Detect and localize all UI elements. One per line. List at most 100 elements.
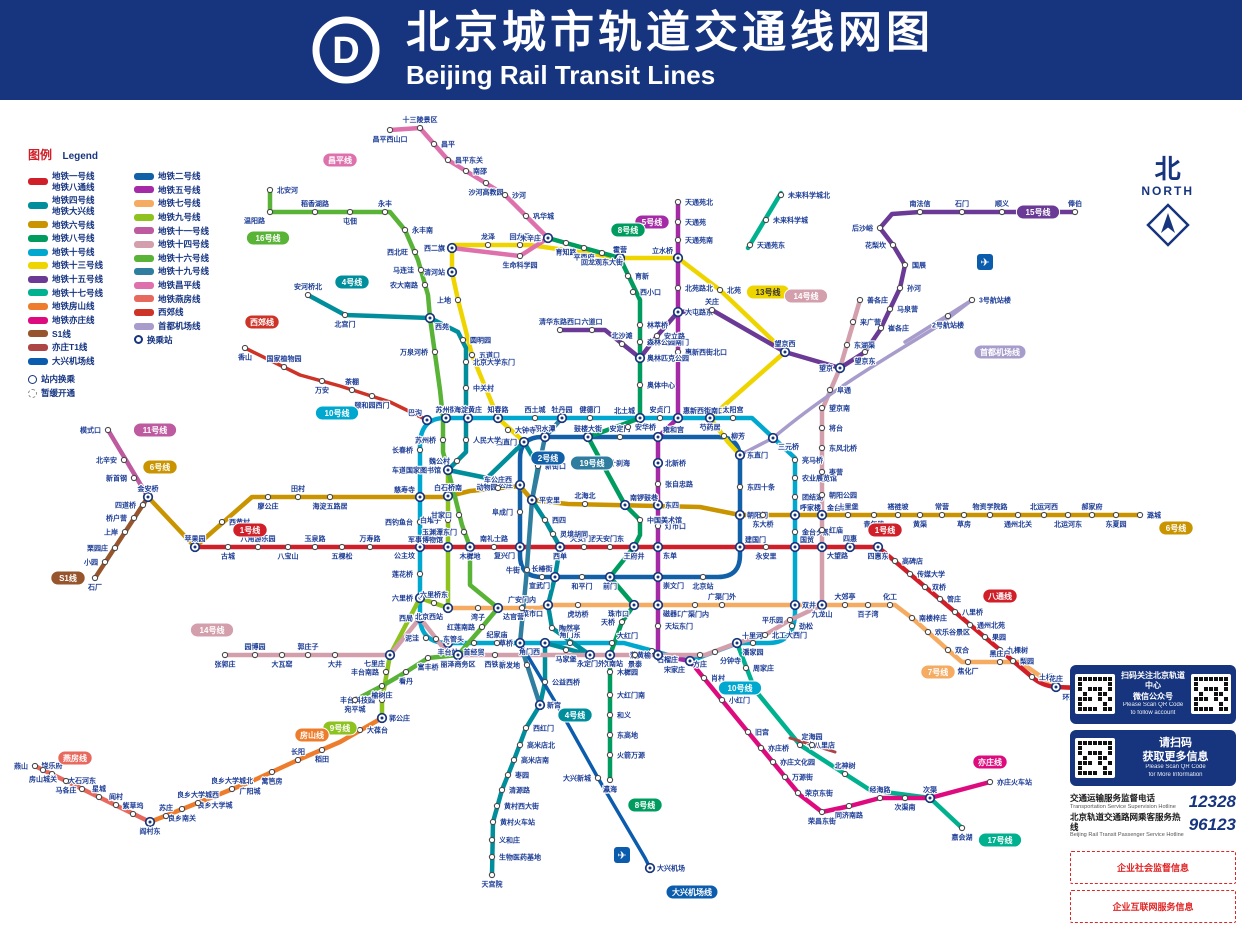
transfer-dot <box>656 461 660 465</box>
station-安贞门 <box>656 414 664 422</box>
station-十三陵景区 <box>416 124 424 132</box>
qr-more-en2: for More Information <box>1148 772 1203 779</box>
legend-item: 地铁房山线 <box>28 301 124 312</box>
transfer-dot <box>676 310 680 314</box>
line-badge-bg <box>920 664 956 680</box>
station-label: 大石河东 <box>68 776 96 785</box>
station-label: 黄渠 <box>913 520 928 529</box>
station-北苑 <box>716 286 724 294</box>
legend-item-label: 换乘站 <box>147 334 173 345</box>
station-label: 来广营 <box>859 318 881 327</box>
station-阜成门 <box>516 508 524 516</box>
station-label: 雍和宫 <box>663 425 684 434</box>
legend-item-label: 地铁十七号线 <box>52 287 104 298</box>
station-label: 草桥 <box>499 639 514 648</box>
transfer-dot <box>676 256 680 260</box>
station-未来科学城 <box>762 216 770 224</box>
station-虎坊桥 <box>574 601 582 609</box>
legend-item-label: 地铁十九号线 <box>158 266 210 277</box>
station-label: 前门 <box>603 582 617 591</box>
line-badge-bg <box>142 459 178 475</box>
station-分钟寺 <box>711 648 719 656</box>
station-label: 欢乐谷景区 <box>934 628 970 637</box>
legend-line-swatch <box>28 275 48 283</box>
station-label: 北新桥 <box>665 459 687 468</box>
legend-item-label: 地铁七号线 <box>158 198 201 209</box>
legend-item-label: 地铁房山线 <box>52 301 95 312</box>
station-label: 什刹海 <box>609 459 630 468</box>
station-label: 郭公庄 <box>389 714 410 723</box>
line-badge-label: 4号线 <box>342 277 362 287</box>
station-label: 崇文门 <box>663 581 684 590</box>
line-badge-bg <box>189 622 235 638</box>
station-潘家园 <box>749 639 757 647</box>
station-label: 苏庄 <box>159 803 173 812</box>
station-label: 建国门 <box>745 535 766 544</box>
station-label: 崔各庄 <box>888 324 909 333</box>
station-label: 富丰桥 <box>418 663 440 672</box>
legend-item-label: 地铁九号线 <box>158 211 201 222</box>
transfer-dot <box>820 513 824 517</box>
station-次渠南 <box>901 794 909 802</box>
station-大石河东 <box>78 785 86 793</box>
station-label: 平西府 <box>574 253 595 262</box>
station-label: 万安 <box>314 386 329 395</box>
station-label: 黄村火车站 <box>500 818 535 827</box>
station-大钟寺 <box>504 426 512 434</box>
line-badge-label: 大兴机场线 <box>672 887 712 897</box>
station-良乡大学城 <box>211 792 219 800</box>
transfer-dot <box>928 796 932 800</box>
station-label: 嘉会湖 <box>951 833 973 842</box>
station-星城 <box>95 793 103 801</box>
station-label: 亦庄桥 <box>768 744 790 753</box>
line-line2 <box>517 434 743 580</box>
station-label: 良乡大学城北 <box>211 776 253 785</box>
station-惠新西街北口 <box>674 348 682 356</box>
station-常营 <box>938 511 946 519</box>
legend-item-label: 地铁亦庄线 <box>52 314 95 325</box>
station-label: 宣武门 <box>529 581 550 590</box>
station-label: 首经贸 <box>464 648 485 657</box>
station-label: 望京 <box>819 364 833 373</box>
station-label: 焦化厂 <box>957 667 979 676</box>
station-label: 黄村西大街 <box>504 802 539 811</box>
station-马家堡 <box>562 646 570 654</box>
station-果园 <box>981 633 989 641</box>
station-北工大西门 <box>761 631 769 639</box>
station-黄村西大街 <box>493 802 501 810</box>
station-苏庄 <box>162 812 170 820</box>
legend-item-label: 地铁十号线 <box>52 246 95 257</box>
station-望京南 <box>818 404 826 412</box>
notice-box: 企业互联网服务信息 <box>1070 890 1236 923</box>
legend-item: 地铁亦庄线 <box>28 315 124 326</box>
station-label: 十八里店 <box>807 741 835 750</box>
station-大红门 <box>608 639 616 647</box>
station-平西府 <box>580 244 588 252</box>
station-房山城关 <box>39 766 47 774</box>
line-badge-label: 6号线 <box>1166 523 1186 533</box>
station-label: 次渠 <box>923 785 938 794</box>
legend-item-label: 地铁四号线地铁大兴线 <box>52 195 95 216</box>
line-badge: 15号线 <box>1015 204 1061 220</box>
station-label: 清河站 <box>424 268 445 277</box>
legend-item: 亦庄T1线 <box>28 342 124 353</box>
station-label: 磁器口 <box>663 609 684 618</box>
station-北运河东 <box>1064 511 1072 519</box>
station-label: 魏公村 <box>428 457 450 466</box>
station-label: 天安门东 <box>596 534 624 543</box>
line-badge-label: 19号线 <box>580 458 605 468</box>
station-label: 木樨地 <box>459 552 481 561</box>
legend-title-zh: 图例 <box>28 148 53 162</box>
station-label: 褡裢坡 <box>887 502 910 511</box>
legend-item: 大兴机场线 <box>28 356 124 367</box>
transfer-dot <box>632 545 636 549</box>
line-badge: S1线 <box>50 570 86 586</box>
airport-icon: ✈ <box>614 847 630 863</box>
station-西土城 <box>531 414 539 422</box>
legend-item: 地铁一号线地铁八通线 <box>28 171 124 192</box>
station-巩华城 <box>522 212 530 220</box>
station-label: 八里桥 <box>961 608 984 617</box>
station-枣园 <box>504 771 512 779</box>
qr-code <box>1191 674 1231 715</box>
